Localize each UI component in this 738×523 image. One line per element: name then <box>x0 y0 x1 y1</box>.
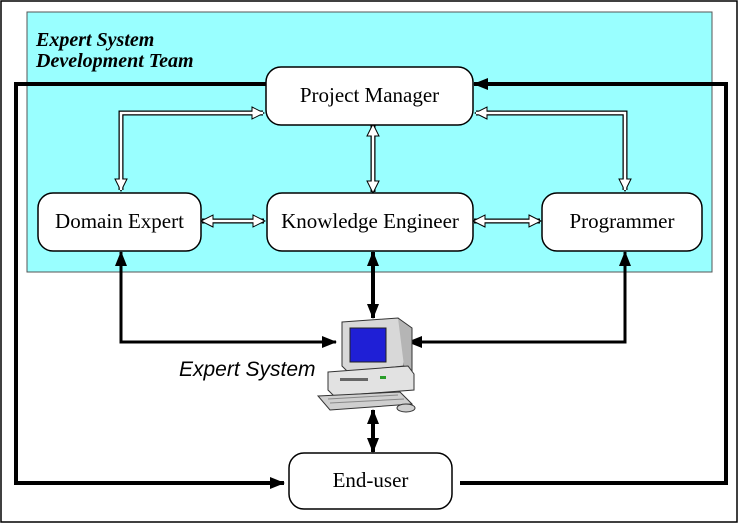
node-label: Project Manager <box>300 83 439 107</box>
hollow-arrow-pm-domain <box>121 113 263 190</box>
arrow-domain-system <box>115 251 337 348</box>
node-label: Knowledge Engineer <box>281 209 459 233</box>
node-knowledge-engineer: Knowledge Engineer <box>266 192 474 252</box>
expert-system-label: Expert System <box>179 358 316 381</box>
team-label-line2: Development Team <box>35 50 194 72</box>
node-end-user: End-user <box>288 452 453 510</box>
arrow-programmer-system <box>407 251 631 348</box>
node-label: Domain Expert <box>55 209 184 233</box>
loop-left-line <box>14 82 285 489</box>
hollow-arrow-pm-programmer <box>476 113 625 190</box>
node-domain-expert: Domain Expert <box>37 192 202 252</box>
loop-right-line <box>460 78 728 485</box>
node-project-manager: Project Manager <box>265 66 474 126</box>
computer-workstation-icon <box>316 317 416 413</box>
node-label: End-user <box>333 468 409 492</box>
node-programmer: Programmer <box>541 192 703 252</box>
team-label-line1: Expert System <box>35 29 154 51</box>
node-label: Programmer <box>570 209 675 233</box>
